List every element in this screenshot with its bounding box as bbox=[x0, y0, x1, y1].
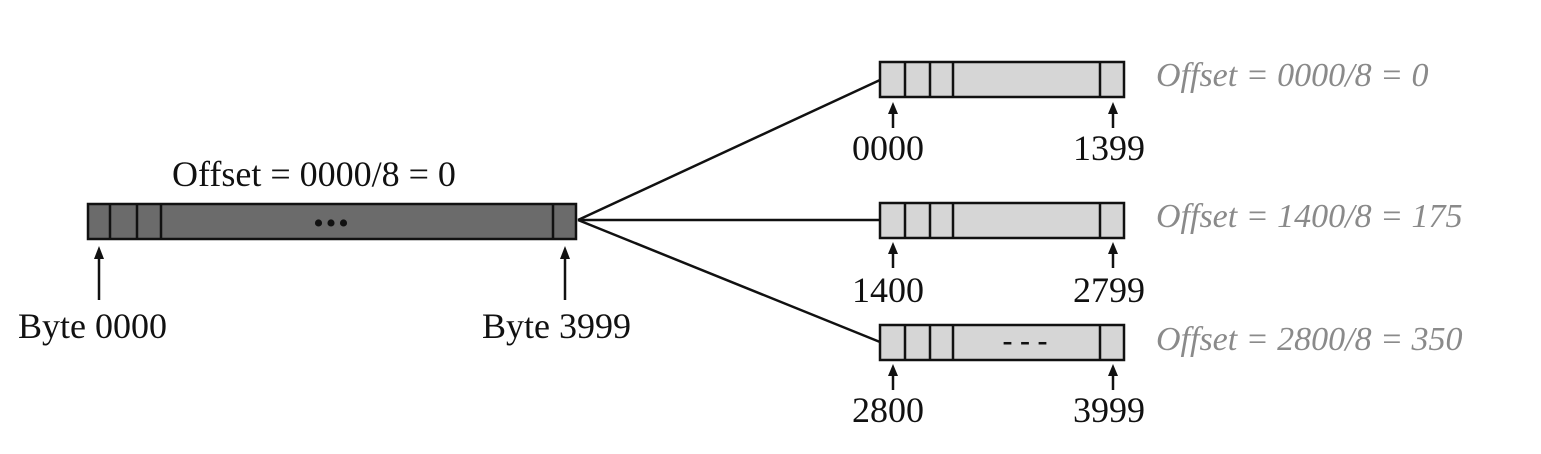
fragment-end-label: 2799 bbox=[1073, 270, 1145, 310]
fragment-end-label: 3999 bbox=[1073, 390, 1145, 430]
fragment-offset-label: Offset = 1400/8 = 175 bbox=[1156, 198, 1463, 235]
fragment-start-label: 1400 bbox=[852, 270, 924, 310]
original-offset-label: Offset = 0000/8 = 0 bbox=[172, 154, 456, 194]
fragment-start-arrow-head bbox=[888, 364, 898, 376]
fragment-bar bbox=[878, 60, 1126, 99]
connector-line bbox=[577, 78, 881, 222]
fragment-ellipsis: - - - bbox=[1003, 324, 1048, 357]
fragment-offset-label: Offset = 0000/8 = 0 bbox=[1156, 57, 1429, 94]
fragment-bar bbox=[878, 201, 1126, 240]
fragment-end-arrow-head bbox=[1108, 102, 1118, 114]
fragment-2: 1400 2799 Offset = 1400/8 = 175 bbox=[852, 198, 1463, 310]
original-datagram: Offset = 0000/8 = 0 ••• Byte 0000 Byte 3… bbox=[18, 154, 631, 346]
fragment-1: 0000 1399 Offset = 0000/8 = 0 bbox=[852, 57, 1429, 168]
original-datagram-bar bbox=[86, 202, 578, 241]
fragment-start-label: 2800 bbox=[852, 390, 924, 430]
fragment-3: - - - 2800 3999 Offset = 2800/8 = 350 bbox=[852, 321, 1463, 430]
original-start-label: Byte 0000 bbox=[18, 306, 167, 346]
fragment-start-arrow-head bbox=[888, 242, 898, 254]
fragment-end-label: 1399 bbox=[1073, 128, 1145, 168]
end-arrow-head bbox=[560, 246, 570, 259]
original-end-label: Byte 3999 bbox=[482, 306, 631, 346]
original-ellipsis: ••• bbox=[313, 207, 351, 240]
fragment-end-arrow-head bbox=[1108, 364, 1118, 376]
fragment-offset-label: Offset = 2800/8 = 350 bbox=[1156, 321, 1463, 358]
fragment-connectors bbox=[577, 78, 881, 344]
fragment-start-label: 0000 bbox=[852, 128, 924, 168]
fragment-start-arrow-head bbox=[888, 102, 898, 114]
fragment-end-arrow-head bbox=[1108, 242, 1118, 254]
start-arrow-head bbox=[94, 246, 104, 259]
fragment-bar bbox=[878, 323, 1126, 362]
connector-line bbox=[577, 218, 881, 344]
